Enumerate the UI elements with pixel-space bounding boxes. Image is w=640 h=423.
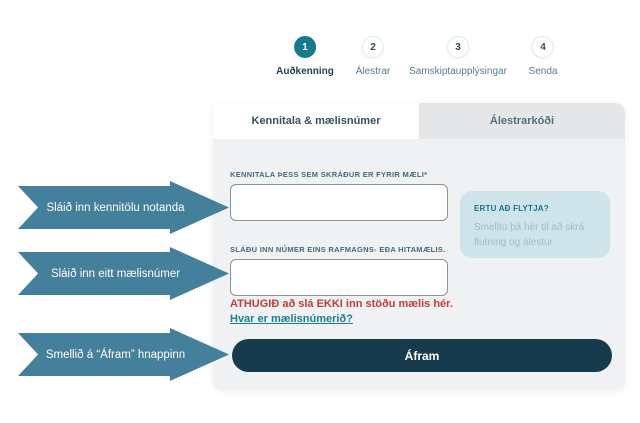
step-label: Álestrar: [355, 66, 391, 77]
meter-number-input[interactable]: [230, 259, 448, 296]
callout-arrow-afram-button: Smellið á “Áfram” hnappinn: [18, 328, 229, 381]
step-number-badge: 4: [531, 36, 554, 58]
meter-field-label: SLÁÐU INN NÚMER EINS RAFMAGNS- EÐA HITAM…: [230, 245, 446, 254]
stepper-step-senda: 4 Senda: [528, 36, 558, 77]
kennitala-input[interactable]: [230, 184, 448, 221]
callout-arrow-meter-number: Sláið inn eitt mælisnúmer: [18, 247, 229, 300]
form-card: Kennitala & mælisnúmer Álestrarkóði KENN…: [213, 103, 625, 390]
step-number-badge: 1: [294, 36, 316, 58]
tab-alestrarkodi[interactable]: Álestrarkóði: [419, 103, 625, 139]
step-label: Samskiptaupplýsingar: [409, 66, 507, 77]
step-label: Senda: [528, 66, 558, 77]
afram-button[interactable]: Áfram: [232, 339, 612, 372]
tab-bar: Kennitala & mælisnúmer Álestrarkóði: [213, 103, 625, 139]
kennitala-field-label: KENNITALA ÞESS SEM SKRÁÐUR ER FYRIR MÆLI…: [230, 170, 428, 179]
callout-arrow-label: Sláið inn eitt mælisnúmer: [50, 267, 181, 280]
callout-arrow-label: Sláið inn kennitölu notanda: [46, 201, 185, 214]
callout-arrow-kennitala: Sláið inn kennitölu notanda: [18, 181, 229, 234]
moving-info-title: ERTU AÐ FLYTJA?: [474, 204, 549, 213]
tab-kennitala-maelisnumer[interactable]: Kennitala & mælisnúmer: [213, 103, 419, 139]
stepper-step-samskiptaupplysingar: 3 Samskiptaupplýsingar: [409, 36, 507, 77]
step-number-badge: 2: [361, 36, 384, 58]
meter-warning-text: ATHUGIÐ að slá EKKI inn stöðu mælis hér.: [230, 298, 453, 310]
step-label: Auðkenning: [276, 66, 334, 77]
moving-info-box[interactable]: ERTU AÐ FLYTJA? Smelltu þá hér til að sk…: [460, 191, 610, 258]
step-number-badge: 3: [446, 36, 469, 58]
stepper-step-alestrar: 2 Álestrar: [356, 36, 390, 77]
moving-info-body: Smelltu þá hér til að skrá flutning og á…: [474, 222, 585, 248]
callout-arrow-label: Smellið á “Áfram” hnappinn: [45, 348, 186, 361]
where-is-meter-number-link[interactable]: Hvar er mælisnúmerið?: [230, 313, 353, 325]
stepper-step-audkenning: 1 Auðkenning: [276, 36, 334, 77]
